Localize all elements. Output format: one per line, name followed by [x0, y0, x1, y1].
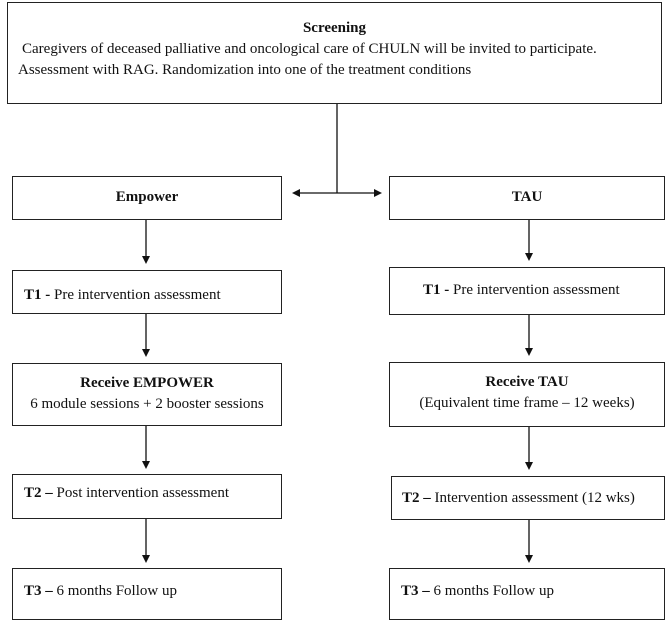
receive-empower-detail: 6 module sessions + 2 booster sessions [30, 396, 264, 412]
right-t2-code: T2 – [402, 490, 435, 506]
right-t3-code: T3 – [401, 583, 434, 599]
left-t1-box: T1 - Pre intervention assessment [12, 270, 282, 314]
left-t3-code: T3 – [24, 583, 57, 599]
left-t2-box: T2 – Post intervention assessment [12, 474, 282, 519]
right-t2-text: Intervention assessment (12 wks) [434, 490, 635, 506]
tau-arm-box: TAU [389, 176, 665, 220]
tau-arm-label: TAU [511, 189, 543, 205]
receive-tau-detail: (Equivalent time frame – 12 weeks) [419, 395, 635, 411]
left-t2-code: T2 – [24, 485, 57, 501]
screening-title: Screening [302, 20, 367, 36]
right-t1-box: T1 - Pre intervention assessment [389, 267, 665, 315]
right-t1-text: Pre intervention assessment [453, 282, 620, 298]
receive-empower-title: Receive EMPOWER [80, 375, 214, 391]
screening-box: Screening Caregivers of deceased palliat… [7, 2, 662, 104]
screening-line-1: Caregivers of deceased palliative and on… [22, 41, 597, 57]
left-t2-text: Post intervention assessment [56, 485, 230, 501]
receive-tau-box: Receive TAU (Equivalent time frame – 12 … [389, 362, 665, 427]
left-t1-text: Pre intervention assessment [54, 287, 221, 303]
left-t1-code: T1 - [24, 287, 54, 303]
empower-arm-label: Empower [115, 189, 179, 205]
receive-tau-title: Receive TAU [485, 374, 569, 390]
empower-arm-box: Empower [12, 176, 282, 220]
right-t3-text: 6 months Follow up [433, 583, 554, 599]
screening-line-2: Assessment with RAG. Randomization into … [18, 62, 472, 78]
right-t1-code: T1 - [423, 282, 453, 298]
right-t3-box: T3 – 6 months Follow up [389, 568, 665, 620]
left-t3-text: 6 months Follow up [56, 583, 177, 599]
right-t2-box: T2 – Intervention assessment (12 wks) [391, 476, 665, 520]
left-t3-box: T3 – 6 months Follow up [12, 568, 282, 620]
receive-empower-box: Receive EMPOWER 6 module sessions + 2 bo… [12, 363, 282, 426]
